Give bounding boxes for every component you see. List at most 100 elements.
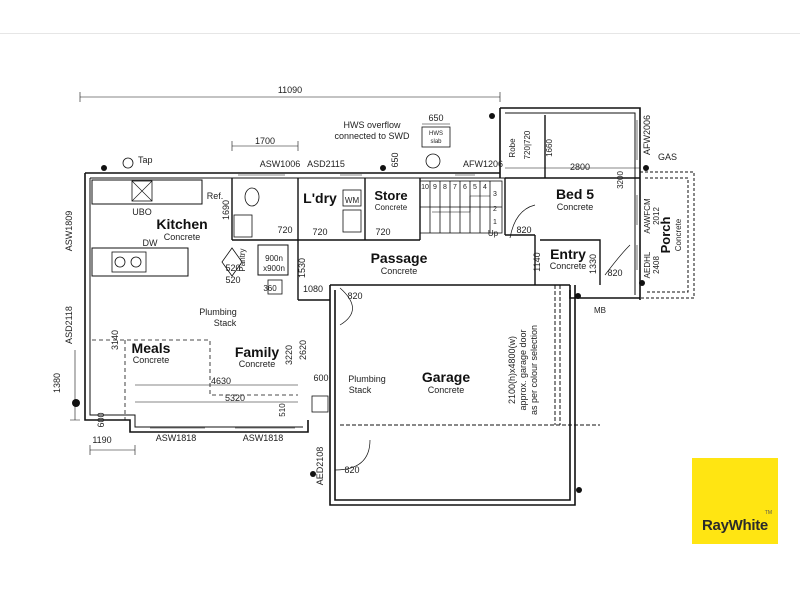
page-top-rule [0, 33, 800, 34]
room-entry-floor: Concrete [550, 261, 587, 271]
dim-1140: 1140 [532, 252, 542, 271]
pantry-size-2: x900n [263, 264, 285, 273]
hws-overflow-label-1: HWS overflow [343, 120, 401, 130]
bed5-wall-inner [505, 112, 636, 295]
room-family-floor: Concrete [239, 359, 276, 369]
porch-wall [640, 171, 695, 299]
opening-asw1006: ASW1006 [260, 159, 301, 169]
opening-awfcm-1: AAWFCM [643, 198, 652, 234]
ubo-label: UBO [132, 207, 152, 217]
stair-number: 2 [493, 206, 497, 213]
dim-720-a: 720 [277, 225, 292, 235]
hws-slab-label-2: slab [430, 139, 442, 145]
room-passage-name: Passage [371, 250, 428, 266]
dim-1690: 1690 [221, 200, 231, 220]
dim-1700: 1700 [255, 136, 275, 146]
garage-top-wall [330, 284, 640, 299]
garage-door-note-3: as per colour selection [529, 325, 539, 415]
stair-number: 1 [493, 219, 497, 226]
hws-overflow-label-2: connected to SWD [334, 131, 410, 141]
garage-door-line [340, 285, 600, 426]
dim-3200: 3200 [616, 171, 625, 189]
plumbing-stack-1-label-b: Stack [214, 318, 237, 328]
dim-1660: 1660 [545, 139, 554, 157]
dim-600-a: 600 [313, 373, 328, 383]
pantry-size-1: 900n [265, 254, 283, 263]
room-store-name: Store [374, 188, 407, 203]
stair-number: 6 [463, 184, 467, 191]
room-laundry-name: L'dry [303, 190, 337, 206]
room-kitchen-floor: Concrete [164, 232, 201, 242]
outer-wall-main [84, 172, 500, 433]
staircase [419, 180, 503, 234]
dim-3140: 3140 [110, 330, 120, 350]
dim-1330: 1330 [588, 254, 598, 274]
room-store-floor: Concrete [375, 203, 408, 212]
opening-afw2006: AFW2006 [642, 115, 652, 155]
room-bed5-floor: Concrete [557, 202, 594, 212]
wm-label: WM [345, 196, 360, 205]
opening-awfcm-2: 2012 [652, 207, 661, 225]
plumbing-stack-1-label-a: Plumbing [199, 307, 237, 317]
dim-2620: 2620 [298, 340, 308, 360]
cooktop-cross [131, 180, 153, 202]
door-swing-garage [339, 287, 353, 326]
raywhite-logo: TM RayWhite [692, 458, 778, 544]
opening-asw1818-b: ASW1818 [243, 433, 284, 443]
post-dots [72, 113, 649, 493]
room-garage-floor: Concrete [428, 385, 465, 395]
opening-asd2115: ASD2115 [307, 159, 345, 169]
room-porch-floor: Concrete [674, 218, 683, 251]
kitchen-wall [231, 178, 330, 301]
tap-icon [122, 157, 134, 169]
pantry-door [221, 247, 243, 277]
dim-510: 510 [278, 403, 287, 417]
stair-number: 10 [421, 184, 429, 191]
dim-820-garage-side: 820 [344, 465, 359, 475]
kitchen-bench [91, 179, 203, 205]
meals-zone [92, 339, 298, 420]
opening-afw1206: AFW1206 [463, 159, 503, 169]
opening-aedhl-2: 2408 [652, 256, 661, 274]
hws-slab [421, 126, 451, 148]
dim-1190: 1190 [92, 435, 111, 445]
dim-720-c: 720 [375, 227, 390, 237]
dim-720-b: 720 [312, 227, 327, 237]
dim-1080: 1080 [303, 284, 323, 294]
room-bed5-name: Bed 5 [556, 186, 594, 202]
robe-label: Robe [508, 138, 517, 158]
room-passage-floor: Concrete [381, 266, 418, 276]
pantry-box [257, 244, 289, 276]
mb-label: MB [594, 306, 606, 315]
bed5-wall [499, 107, 641, 300]
hws-slab-label-1: HWS [429, 131, 443, 137]
dim-3220: 3220 [284, 345, 294, 365]
kitchen-island [91, 247, 189, 277]
garage-door-note-2: approx. garage door [518, 329, 528, 410]
plumbing-stack-2 [311, 395, 329, 413]
plumbing-stack-1 [267, 279, 283, 295]
opening-asw1818-a: ASW1818 [156, 433, 197, 443]
up-label: Up [488, 229, 499, 238]
gas-label: GAS [658, 152, 677, 162]
washing-machine [342, 189, 362, 207]
garage-door-note-1: 2100(h)x4800(w) [507, 336, 517, 404]
sink-bowl-2 [130, 256, 142, 268]
opening-asd2118: ASD2118 [64, 306, 74, 344]
door-swing-passage [509, 204, 536, 239]
room-meals-name: Meals [132, 340, 171, 356]
opening-aedhl-1: AEDHL [643, 251, 652, 278]
dw-label: DW [143, 238, 158, 248]
door-swing-garage-side [334, 439, 371, 471]
room-garage-name: Garage [422, 369, 470, 385]
tap-label: Tap [138, 155, 153, 165]
dim-820-passage: 820 [516, 225, 531, 235]
passage-walls [504, 178, 601, 285]
plumbing-stack-2-label-b: Stack [349, 385, 372, 395]
dim-1530: 1530 [297, 258, 307, 278]
opening-asw1809: ASW1809 [64, 211, 74, 252]
stair-number: 9 [433, 184, 437, 191]
room-kitchen-name: Kitchen [156, 216, 207, 232]
dim-4630: 4630 [211, 376, 231, 386]
